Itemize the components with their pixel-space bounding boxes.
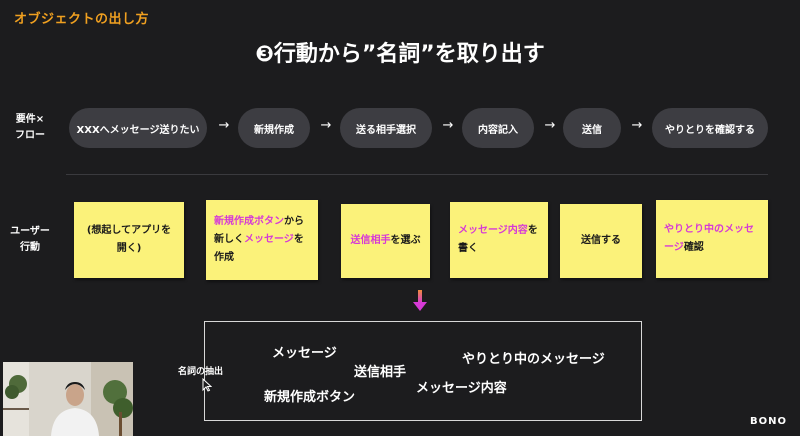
sticky-note-write-content: メッセージ内容を書く [450,202,548,278]
flow-row-label-line1: 要件× [15,114,45,125]
flow-step-confirm-exchange: やりとりを確認する [652,108,768,148]
sticky-text-plain: を作成 [214,234,304,263]
noun-recipient: 送信相手 [354,365,407,380]
slide-title: ❸行動から”名詞”を取り出す [255,42,545,67]
action-row-label-line2: 行動 [20,242,40,253]
section-title: オブジェクトの出し方 [14,12,150,27]
action-row-label-line1: ユーザー [10,226,50,237]
sticky-text: 新規作成ボタンから新しくメッセージを作成 [214,213,310,267]
sticky-note-confirm-messages: やりとり中のメッセージ確認 [656,200,768,278]
arrow-down-icon [413,290,427,311]
noun-exchanging-message: やりとり中のメッセージ [462,352,605,367]
noun-new-create-button: 新規作成ボタン [264,390,356,405]
flow-row-label: 要件× フロー [10,112,50,144]
flow-step-send: 送信 [563,108,621,148]
flow-arrow-icon: → [631,118,643,133]
sticky-text: 送信相手を選ぶ [351,232,421,250]
action-row-label: ユーザー 行動 [10,224,50,256]
flow-step-write-content: 内容記入 [462,108,534,148]
sticky-text: (想起してアプリを開く) [86,225,172,254]
flow-arrow-icon: → [218,118,230,133]
noun-extraction-label: 名詞の抽出 [178,367,224,377]
sticky-note-select-recipient: 送信相手を選ぶ [341,204,430,278]
highlight-noun: やりとり中のメッセージ [664,224,754,253]
flow-step-send-message: XXXへメッセージ送りたい [69,108,207,148]
sticky-note-new-message: 新規作成ボタンから新しくメッセージを作成 [206,200,318,280]
webcam-video [3,362,133,436]
highlight-noun: 送信相手 [350,235,391,246]
flow-arrow-icon: → [442,118,454,133]
flow-arrow-icon: → [544,118,556,133]
highlight-noun: メッセージ内容 [458,225,528,236]
highlight-noun: 新規作成ボタン [214,216,284,227]
noun-extraction-box [204,321,642,421]
flow-step-select-recipient: 送る相手選択 [340,108,432,148]
sticky-text-plain: 確認 [683,242,704,253]
mouse-cursor-icon [202,378,212,392]
sticky-text: メッセージ内容を書く [458,222,540,258]
flow-arrow-icon: → [320,118,332,133]
sticky-text: 送信する [581,235,621,246]
noun-message-content: メッセージ内容 [416,381,507,396]
sticky-text-plain: を書く [458,225,538,254]
sticky-note-send: 送信する [560,204,642,278]
sticky-text-plain: を選ぶ [390,235,421,246]
sticky-text: やりとり中のメッセージ確認 [664,221,760,257]
flow-row-label-line2: フロー [15,130,45,141]
brand-logo: BONO [750,416,787,427]
sticky-text-plain: から新しく [214,216,304,245]
sticky-note-open-app: (想起してアプリを開く) [74,202,184,278]
highlight-noun: メッセージ [244,234,294,245]
noun-message: メッセージ [272,346,337,361]
webcam-scene [3,362,133,436]
row-divider [66,174,768,175]
flow-step-new-create: 新規作成 [238,108,310,148]
